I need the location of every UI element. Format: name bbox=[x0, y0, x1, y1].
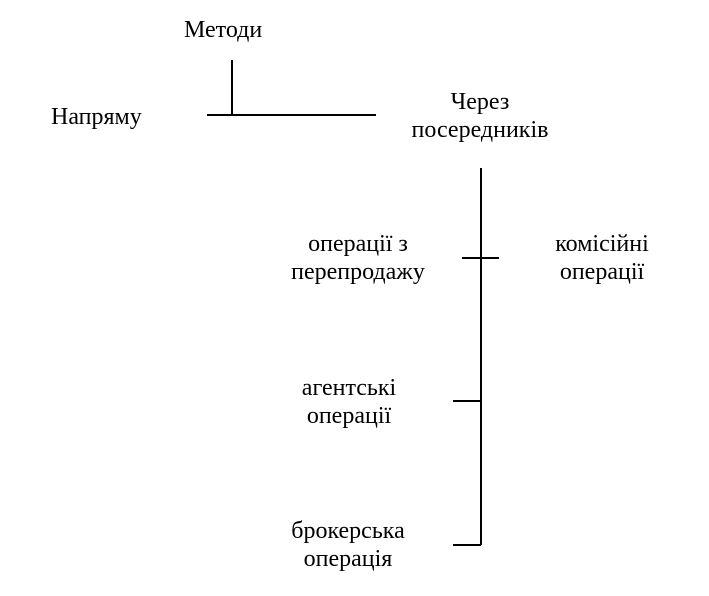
intermediary-line2: посередників bbox=[411, 117, 549, 143]
brokerage-operation-label: брокерська операція bbox=[268, 517, 428, 573]
resale-line2: перепродажу bbox=[291, 259, 425, 285]
intermediary-method-label: Через посередників bbox=[390, 88, 570, 144]
direct-method-label: Напряму bbox=[51, 104, 142, 130]
agency-operations-label: агентські операції bbox=[269, 374, 429, 430]
commission-line1: комісійні bbox=[555, 231, 649, 257]
commission-operations-label: комісійні операції bbox=[532, 230, 672, 286]
brokerage-line2: операція bbox=[303, 546, 393, 572]
commission-line2: операції bbox=[559, 259, 645, 285]
intermediary-line1: Через bbox=[450, 89, 510, 115]
agency-line1: агентські bbox=[301, 375, 397, 401]
agency-line2: операції bbox=[306, 403, 392, 429]
methods-root-label: Методи bbox=[184, 17, 263, 43]
brokerage-line1: брокерська bbox=[291, 518, 405, 544]
resale-line1: операції з bbox=[308, 231, 408, 257]
resale-operations-label: операції з перепродажу bbox=[268, 230, 448, 286]
